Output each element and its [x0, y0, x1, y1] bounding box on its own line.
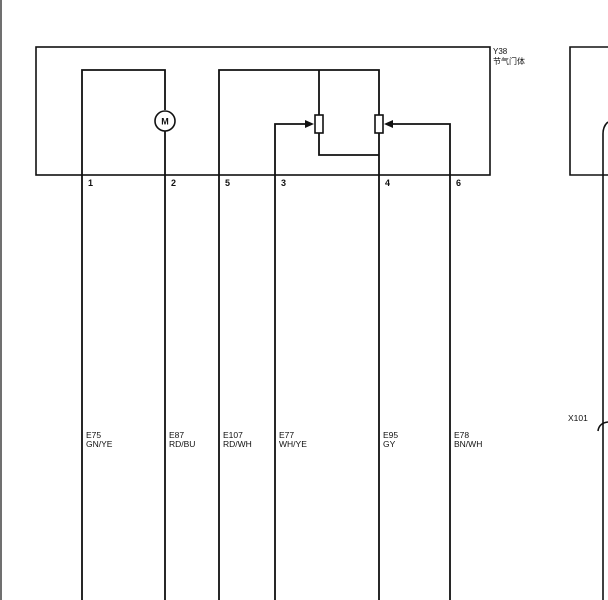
adjacent-component-box — [569, 46, 608, 176]
wiper-arrow-2-icon — [384, 120, 393, 128]
connector-label: X101 — [568, 413, 588, 423]
wire-color: BN/WH — [454, 439, 482, 449]
wire-color: RD/WH — [223, 439, 252, 449]
wire-code: E75 — [86, 430, 101, 440]
pin-label: 3 — [281, 178, 286, 188]
connector-symbol — [597, 421, 608, 432]
motor-circuit-wire — [81, 69, 166, 600]
pin-label: 5 — [225, 178, 230, 188]
wire-code: E87 — [169, 430, 184, 440]
wire-color: GY — [383, 439, 396, 449]
sensor-ground-wire — [318, 133, 379, 156]
component-code: Y38 — [493, 47, 508, 56]
motor-symbol-label: M — [161, 117, 169, 127]
wire-color: WH/YE — [279, 439, 307, 449]
adjacent-wire — [602, 121, 608, 600]
potentiometer-1-icon — [314, 114, 324, 134]
sensor-supply-wire — [218, 69, 380, 600]
pin-label: 1 — [88, 178, 93, 188]
wire-code: E78 — [454, 430, 469, 440]
wiper-arrow-1-icon — [305, 120, 314, 128]
wire-color: GN/YE — [86, 439, 113, 449]
component-name: 节气门体 — [493, 56, 525, 66]
pin-label: 2 — [171, 178, 176, 188]
pin-label: 6 — [456, 178, 461, 188]
wire-color: RD/BU — [169, 439, 195, 449]
wire-code: E95 — [383, 430, 398, 440]
wire-code: E107 — [223, 430, 243, 440]
sensor-signal-2-wire — [392, 123, 451, 600]
pin-label: 4 — [385, 178, 390, 188]
wire-code: E77 — [279, 430, 294, 440]
sensor-signal-1-wire — [274, 123, 306, 600]
component-box — [35, 46, 491, 176]
potentiometer-2-icon — [374, 114, 384, 134]
